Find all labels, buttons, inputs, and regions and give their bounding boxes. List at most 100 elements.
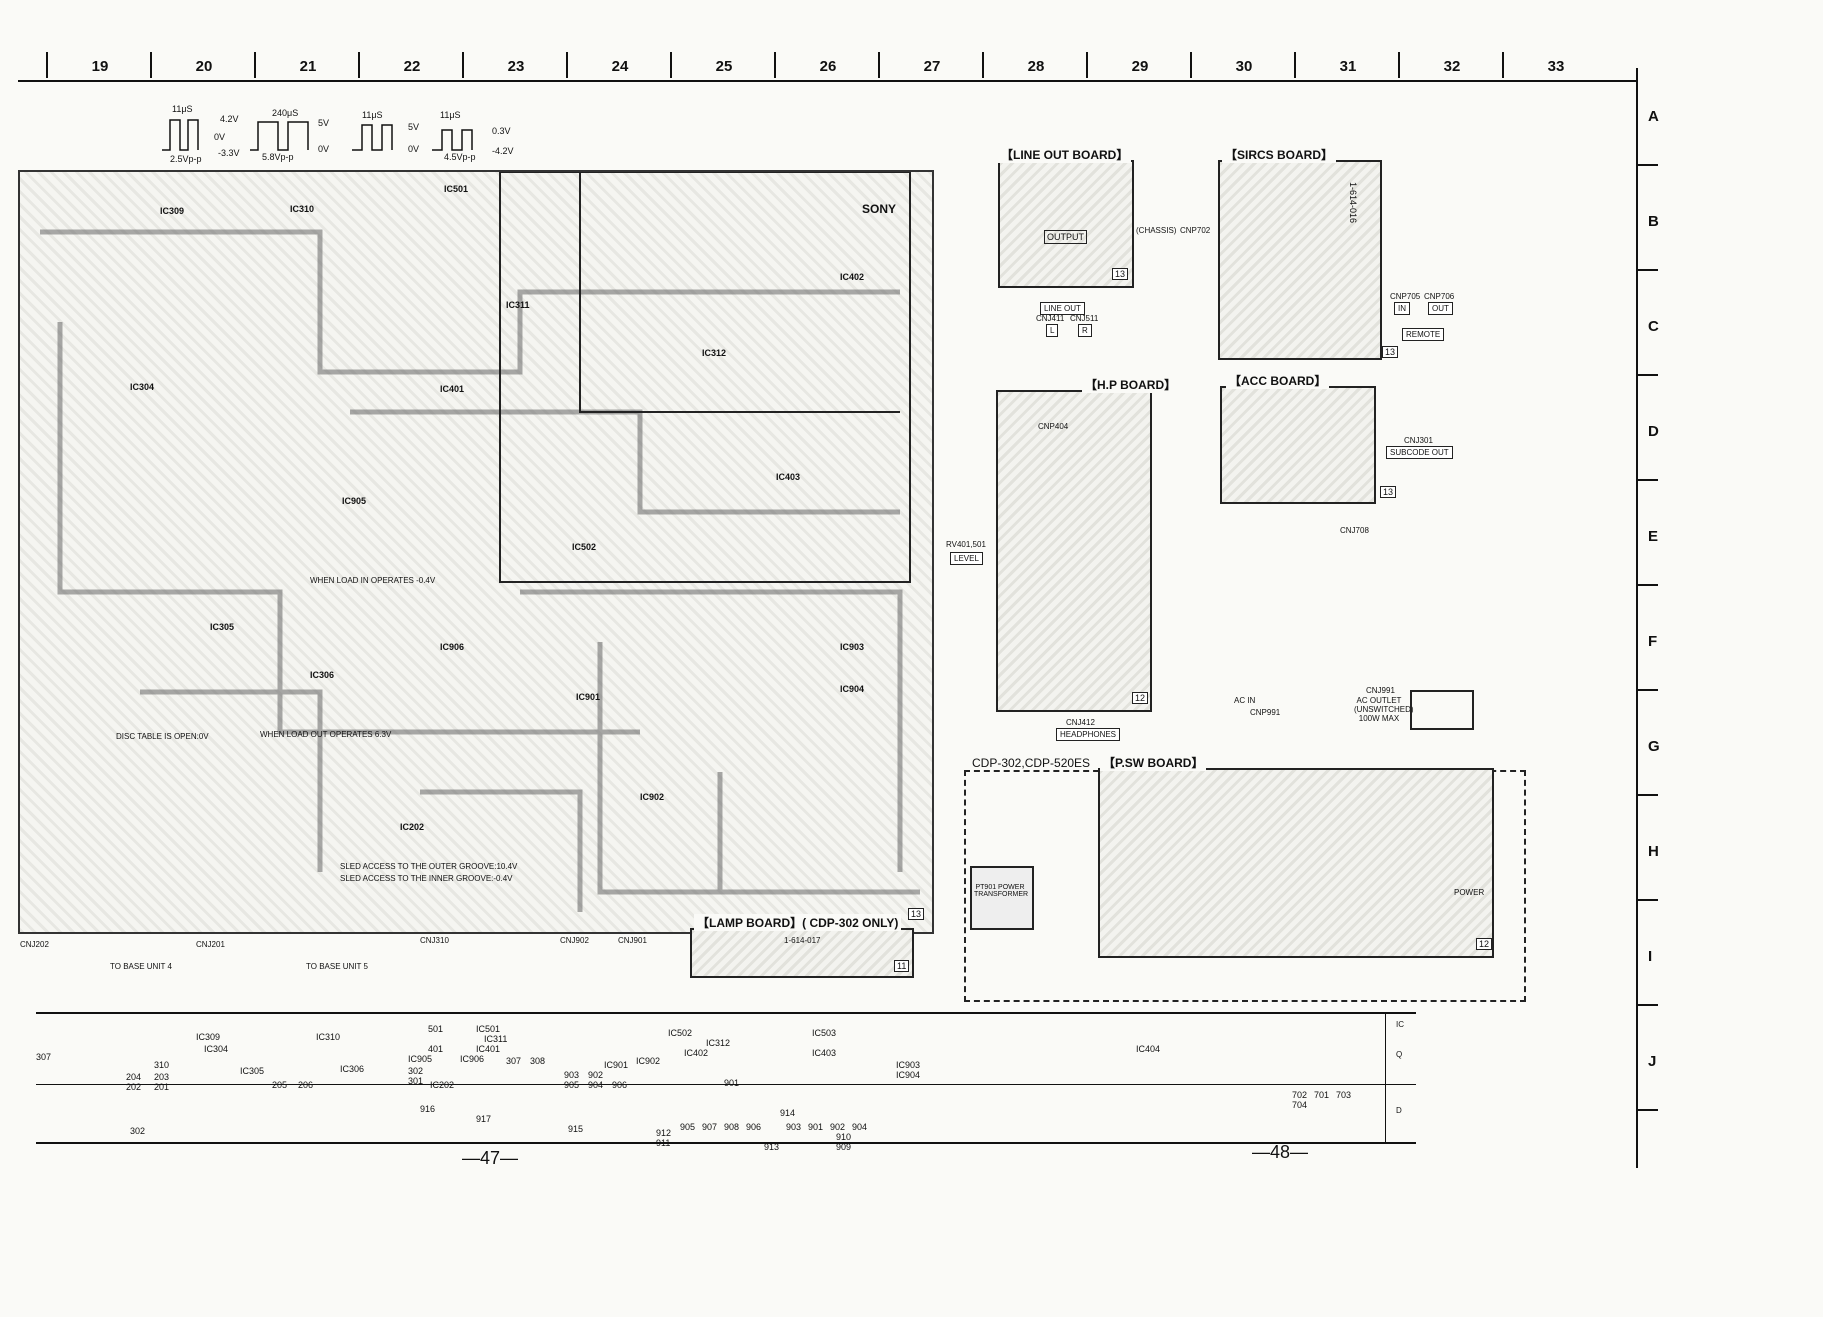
line-out-box: LINE OUT [1040, 302, 1085, 315]
ref-ic-label: IC [1396, 1020, 1404, 1029]
ref-entry: 308 [530, 1056, 546, 1066]
ic-label: IC905 [342, 496, 367, 506]
ic-label: IC904 [840, 684, 865, 694]
ref-entry: 905 [680, 1122, 696, 1132]
ref-entry: IC401 [476, 1044, 501, 1054]
ref-entry: 913 [764, 1142, 780, 1152]
ref-entry: 917 [476, 1114, 492, 1124]
ref-entry: IC503 [812, 1028, 837, 1038]
column-number: 33 [1547, 58, 1565, 75]
ref-entry: IC905 [408, 1054, 433, 1064]
ref-entry: 901 [808, 1122, 824, 1132]
ic-label: IC312 [702, 348, 727, 358]
ref-entry: 205 [272, 1080, 288, 1090]
ref-entry: 915 [568, 1124, 584, 1134]
ref-entry: 912 [656, 1128, 672, 1138]
ref-entry: 906 [746, 1122, 762, 1132]
sircs-code: 1-614-016 [1348, 182, 1358, 224]
page-number-left: —47— [462, 1148, 519, 1168]
row-letter: J [1648, 1053, 1657, 1070]
cnj901-label: CNJ901 [618, 936, 647, 945]
cnj301-label: CNJ301 [1404, 436, 1433, 445]
ic-label: IC903 [840, 642, 865, 652]
cnp702-label: CNP702 [1180, 226, 1211, 235]
waveform-2 [250, 121, 309, 151]
lamp-board-num: 11 [894, 960, 910, 972]
lamp-code: 1-614-017 [784, 936, 821, 945]
ref-entry: 914 [780, 1108, 796, 1118]
ic-label: IC402 [840, 272, 865, 282]
row-tick [1636, 1004, 1658, 1006]
wf1-vmid: 0V [214, 132, 226, 142]
ic-label: IC306 [310, 670, 335, 680]
ref-entry: 302 [130, 1126, 146, 1136]
ic-label: IC501 [444, 184, 469, 194]
ref-entry: 916 [420, 1104, 436, 1114]
output-label: OUTPUT [1044, 230, 1087, 244]
brand-mark: SONY [862, 202, 897, 216]
to-base-unit-4: TO BASE UNIT 4 [110, 962, 172, 971]
ref-entry: IC502 [668, 1028, 693, 1038]
ref-entry: IC312 [706, 1038, 731, 1048]
column-number: 21 [299, 58, 317, 75]
hp-board-num: 12 [1132, 692, 1149, 704]
column-tick [1086, 52, 1088, 78]
ic-label: IC902 [640, 792, 665, 802]
ref-entry: IC402 [684, 1048, 709, 1058]
subcode-label: SUBCODE OUT [1386, 446, 1453, 459]
row-letter: E [1648, 528, 1659, 545]
row-letter: I [1648, 948, 1653, 965]
ref-entry: 903 [564, 1070, 580, 1080]
cnj902-label: CNJ902 [560, 936, 589, 945]
column-number: 19 [91, 58, 109, 75]
wf3-vbot: 0V [408, 144, 420, 154]
row-tick [1636, 164, 1658, 166]
note-load-out: WHEN LOAD OUT OPERATES 6.3V [260, 730, 392, 739]
row-tick [1636, 374, 1658, 376]
column-number: 29 [1131, 58, 1149, 75]
ref-entry: 202 [126, 1082, 142, 1092]
column-number: 31 [1339, 58, 1357, 75]
ref-entry: 902 [588, 1070, 604, 1080]
ref-entry: 501 [428, 1024, 444, 1034]
ref-entry: IC306 [340, 1064, 365, 1074]
wf3-time: 11μS [362, 110, 383, 120]
waveform-1 [162, 119, 199, 151]
cnp706-label: CNP706 [1424, 292, 1455, 301]
ref-entry: IC901 [604, 1060, 629, 1070]
acc-board-title: 【ACC BOARD】 [1226, 372, 1330, 389]
ref-entry: IC906 [460, 1054, 485, 1064]
ref-entry: IC202 [430, 1080, 455, 1090]
ref-entry: IC902 [636, 1056, 661, 1066]
wf4-vtop: 0.3V [492, 126, 511, 136]
column-tick [1190, 52, 1192, 78]
line-out-board: OUTPUT 13 [998, 160, 1134, 288]
row-letter: A [1648, 108, 1659, 125]
ref-entry: 907 [702, 1122, 718, 1132]
wf4-pp: 4.5Vp-p [444, 152, 476, 162]
cnp705-label: CNP705 [1390, 292, 1421, 301]
column-tick [774, 52, 776, 78]
page-number-right: —48— [1252, 1142, 1309, 1162]
wf1-time: 11μS [172, 104, 193, 114]
column-number: 26 [819, 58, 837, 75]
column-tick [1294, 52, 1296, 78]
ref-d-label: D [1396, 1106, 1402, 1115]
ref-entry: 701 [1314, 1090, 1330, 1100]
column-number: 22 [403, 58, 421, 75]
ac-outlet-label: AC OUTLET (UNSWITCHED) 100W MAX [1354, 696, 1414, 723]
ref-entry: IC311 [484, 1034, 508, 1044]
remote-label: REMOTE [1402, 328, 1445, 341]
column-tick [982, 52, 984, 78]
wf1-vbot: -3.3V [218, 148, 240, 158]
row-letter: B [1648, 213, 1659, 230]
column-tick [670, 52, 672, 78]
cnj511-label: CNJ511 [1070, 314, 1099, 323]
column-number: 23 [507, 58, 525, 75]
lamp-board: 1-614-017 11 [690, 928, 914, 978]
ref-entry: 904 [588, 1080, 604, 1090]
ref-entry: IC310 [316, 1032, 341, 1042]
lamp-board-title: 【LAMP BOARD】( CDP-302 ONLY) [694, 914, 902, 931]
ref-entry: 905 [564, 1080, 580, 1090]
